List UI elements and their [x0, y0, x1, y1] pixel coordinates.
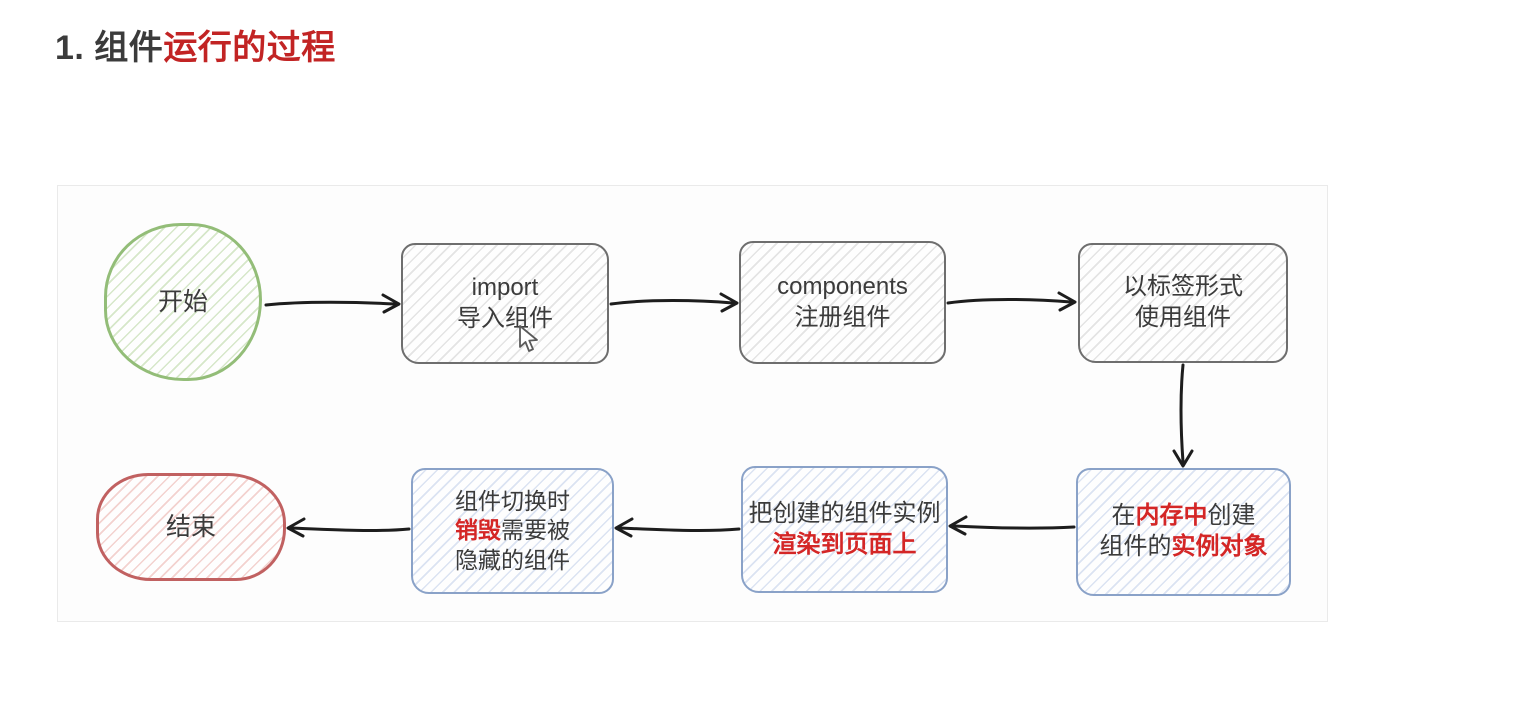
node-create-seg5: 实例对象 [1171, 533, 1268, 560]
node-import-component: import 导入组件 [401, 243, 609, 364]
node-render-line1: 把创建的组件实例 [748, 499, 941, 527]
node-destroy-line2: 销毁需要被 [455, 516, 570, 545]
arrow-start-to-import [264, 293, 401, 314]
arrow-register-to-usetag [946, 291, 1077, 312]
node-end: 结束 [96, 473, 286, 581]
node-start-label: 开始 [157, 288, 208, 316]
node-destroy-line3: 隐藏的组件 [455, 546, 570, 573]
arrow-destroy-to-end [286, 517, 411, 538]
node-import-line1: import [471, 273, 539, 301]
node-create-seg1: 在 [1111, 502, 1136, 530]
node-end-label: 结束 [165, 513, 216, 541]
flowchart-panel: 开始 import 导入组件 components 注册组件 以标签形式 使用组… [57, 185, 1328, 622]
arrow-usetag-to-create [1172, 363, 1194, 468]
node-register-line1: components [777, 272, 908, 300]
node-render-line2: 渲染到页面上 [772, 530, 917, 558]
node-create-seg3: 创建 [1207, 502, 1256, 530]
node-destroy-seg1: 销毁 [455, 517, 501, 544]
arrow-import-to-register [609, 292, 739, 313]
node-create-line2: 组件的实例对象 [1100, 532, 1268, 563]
node-create-line1: 在内存中创建 [1112, 501, 1256, 532]
node-create-seg4: 组件的 [1099, 533, 1172, 560]
node-register-component: components 注册组件 [739, 241, 946, 364]
arrow-render-to-destroy [614, 517, 741, 538]
node-render-to-page: 把创建的组件实例 渲染到页面上 [741, 466, 948, 593]
node-destroy-hidden: 组件切换时 销毁需要被 隐藏的组件 [411, 468, 614, 594]
node-usetag-line2: 使用组件 [1135, 304, 1231, 331]
page-title-highlight: 运行的过程 [163, 29, 336, 67]
page-title: 1. 组件运行的过程 [55, 20, 336, 69]
flow-arrows [264, 291, 1194, 538]
arrow-create-to-render [948, 515, 1076, 536]
node-destroy-line1: 组件切换时 [455, 488, 570, 515]
node-import-line2: 导入组件 [457, 304, 553, 332]
node-start: 开始 [104, 223, 262, 381]
node-usetag-line1: 以标签形式 [1123, 273, 1243, 301]
node-destroy-seg2: 需要被 [501, 517, 570, 544]
page-title-prefix: 1. 组件 [55, 29, 164, 67]
node-create-seg2: 内存中 [1135, 502, 1208, 530]
node-register-line2: 注册组件 [794, 303, 891, 331]
node-create-instance: 在内存中创建 组件的实例对象 [1076, 468, 1291, 596]
node-use-as-tag: 以标签形式 使用组件 [1078, 243, 1288, 363]
